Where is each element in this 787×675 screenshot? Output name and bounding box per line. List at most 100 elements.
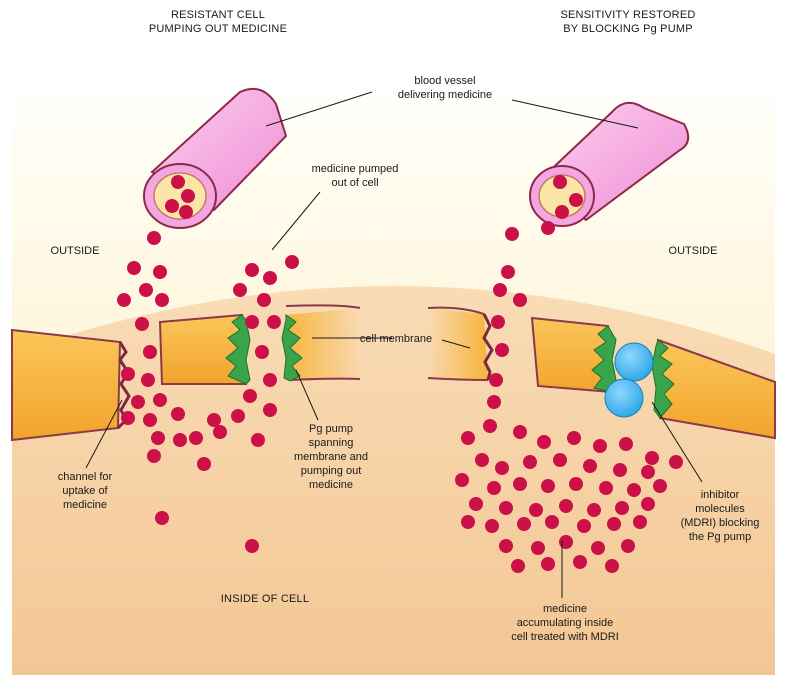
medicine-particle xyxy=(501,265,515,279)
medicine-particle xyxy=(155,293,169,307)
medicine-particle xyxy=(143,413,157,427)
medicine-particle xyxy=(489,373,503,387)
medicine-particle xyxy=(615,501,629,515)
medicine-particle xyxy=(513,477,527,491)
medicine-particle xyxy=(555,205,569,219)
medicine-particle xyxy=(245,315,259,329)
medicine-particle xyxy=(669,455,683,469)
medicine-particle xyxy=(569,477,583,491)
medicine-particle xyxy=(207,413,221,427)
medicine-particle xyxy=(173,433,187,447)
medicine-particle xyxy=(257,293,271,307)
label-pg-pump: Pg pump spanning membrane and pumping ou… xyxy=(276,422,386,492)
medicine-particle xyxy=(493,283,507,297)
medicine-particle xyxy=(263,373,277,387)
medicine-particle xyxy=(495,461,509,475)
medicine-particle xyxy=(461,431,475,445)
medicine-particle xyxy=(485,519,499,533)
medicine-particle xyxy=(553,175,567,189)
medicine-particle xyxy=(245,539,259,553)
medicine-particle xyxy=(599,481,613,495)
medicine-particle xyxy=(499,539,513,553)
medicine-particle xyxy=(523,455,537,469)
medicine-particle xyxy=(233,283,247,297)
medicine-particle xyxy=(197,457,211,471)
medicine-particle xyxy=(127,261,141,275)
medicine-particle xyxy=(529,503,543,517)
medicine-particle xyxy=(131,395,145,409)
medicine-particle xyxy=(267,315,281,329)
medicine-particle xyxy=(567,431,581,445)
medicine-particle xyxy=(263,403,277,417)
medicine-particle xyxy=(151,431,165,445)
medicine-particle xyxy=(491,315,505,329)
medicine-particle xyxy=(147,449,161,463)
medicine-particle xyxy=(213,425,227,439)
label-inside-of-cell: INSIDE OF CELL xyxy=(190,592,340,606)
medicine-particle xyxy=(461,515,475,529)
medicine-particle xyxy=(487,395,501,409)
medicine-particle xyxy=(517,517,531,531)
medicine-particle xyxy=(621,539,635,553)
label-medicine-pumped-out: medicine pumped out of cell xyxy=(290,162,420,190)
medicine-particle xyxy=(499,501,513,515)
label-medicine-accumulating: medicine accumulating inside cell treate… xyxy=(490,602,640,644)
medicine-particle xyxy=(541,221,555,235)
medicine-particle xyxy=(559,499,573,513)
medicine-particle xyxy=(613,463,627,477)
inhibitor-molecule xyxy=(615,343,653,381)
medicine-particle xyxy=(593,439,607,453)
title-right: SENSITIVITY RESTORED BY BLOCKING Pg PUMP xyxy=(528,8,728,36)
medicine-particle xyxy=(591,541,605,555)
medicine-particle xyxy=(251,433,265,447)
medicine-particle xyxy=(263,271,277,285)
medicine-particle xyxy=(559,535,573,549)
medicine-particle xyxy=(513,425,527,439)
medicine-particle xyxy=(605,559,619,573)
medicine-particle xyxy=(553,453,567,467)
label-outside-right: OUTSIDE xyxy=(648,244,738,258)
medicine-particle xyxy=(243,389,257,403)
medicine-particle xyxy=(245,263,259,277)
medicine-particle xyxy=(285,255,299,269)
medicine-particle xyxy=(181,189,195,203)
medicine-particle xyxy=(607,517,621,531)
medicine-particle xyxy=(573,555,587,569)
label-outside-left: OUTSIDE xyxy=(30,244,120,258)
medicine-particle xyxy=(641,465,655,479)
medicine-particle xyxy=(577,519,591,533)
title-left: RESISTANT CELL PUMPING OUT MEDICINE xyxy=(118,8,318,36)
medicine-particle xyxy=(139,283,153,297)
medicine-particle xyxy=(469,497,483,511)
medicine-particle xyxy=(487,481,501,495)
medicine-particle xyxy=(475,453,489,467)
medicine-particle xyxy=(189,431,203,445)
medicine-particle xyxy=(545,515,559,529)
medicine-particle xyxy=(121,367,135,381)
label-channel-uptake: channel for uptake of medicine xyxy=(30,470,140,512)
label-cell-membrane: cell membrane xyxy=(346,332,446,346)
medicine-particle xyxy=(179,205,193,219)
medicine-particle xyxy=(155,511,169,525)
medicine-particle xyxy=(511,559,525,573)
medicine-particle xyxy=(541,557,555,571)
medicine-particle xyxy=(569,193,583,207)
medicine-particle xyxy=(541,479,555,493)
medicine-particle xyxy=(165,199,179,213)
medicine-particle xyxy=(171,407,185,421)
medicine-particle xyxy=(121,411,135,425)
label-blood-vessel: blood vessel delivering medicine xyxy=(360,74,530,102)
medicine-particle xyxy=(143,345,157,359)
medicine-particle xyxy=(455,473,469,487)
medicine-particle xyxy=(513,293,527,307)
medicine-particle xyxy=(495,343,509,357)
membrane-segment xyxy=(12,330,120,440)
medicine-particle xyxy=(619,437,633,451)
medicine-particle xyxy=(141,373,155,387)
medicine-particle xyxy=(641,497,655,511)
medicine-particle xyxy=(627,483,641,497)
medicine-particle xyxy=(153,393,167,407)
medicine-particle xyxy=(231,409,245,423)
medicine-particle xyxy=(171,175,185,189)
